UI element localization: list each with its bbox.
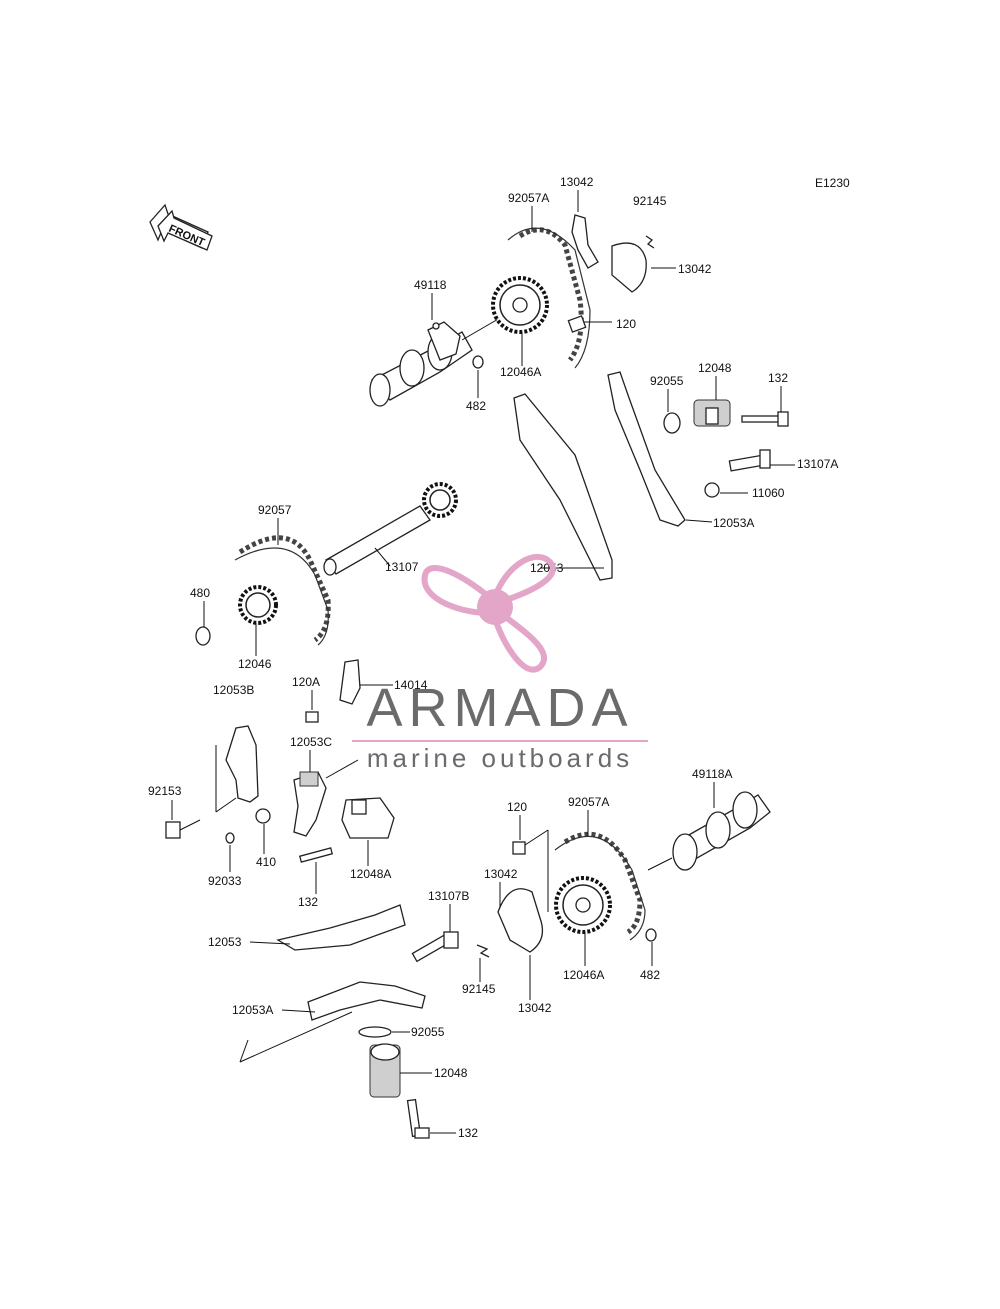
bolt-132-lower (406, 1098, 430, 1139)
label: 482 (640, 968, 660, 982)
watermark-logo: ARMADA marine outboards (340, 535, 660, 785)
ring-482-lower (645, 928, 657, 942)
label: 92145 (462, 982, 496, 996)
bolt-132-middle (298, 847, 334, 863)
washer-11060 (704, 482, 720, 498)
label: 12048 (434, 1066, 468, 1080)
label: 120A (292, 675, 320, 689)
label: 13042 (678, 262, 712, 276)
label: 132 (458, 1126, 478, 1140)
label: 92145 (633, 194, 667, 208)
chain-92057 (238, 535, 331, 643)
label: 49118A (692, 767, 732, 781)
label: 132 (768, 371, 788, 385)
shaft-13107 (323, 482, 458, 576)
tensioner-12048-upper (693, 399, 731, 427)
watermark-subtitle: marine outboards (366, 743, 634, 773)
ring-482-upper (472, 355, 484, 369)
spring-92145-lower (476, 944, 490, 958)
label: 13107 (385, 560, 419, 574)
label: 14014 (394, 678, 428, 692)
label: 49118 (414, 278, 447, 292)
bolt-120-upper (567, 315, 612, 333)
label: 120 (507, 800, 527, 814)
pin-13107b (411, 931, 459, 963)
watermark-title: ARMADA (366, 678, 634, 738)
label: 13107B (428, 889, 469, 903)
bolt-120-lower (512, 841, 526, 855)
label: 12053C (290, 735, 332, 749)
watermark-divider (352, 740, 648, 742)
part-13042-upper-a (571, 214, 599, 269)
label: 12053 (208, 935, 242, 949)
chain-92057a-upper (518, 227, 584, 362)
part-13042-lower (497, 888, 544, 953)
front-arrow-icon: FRONT (149, 203, 213, 251)
label: 12048 (698, 361, 732, 375)
label: 13042 (484, 867, 518, 881)
ring-92033 (225, 832, 235, 844)
guide-12053a-lower (307, 981, 426, 1021)
guide-12053-upper (513, 393, 613, 581)
label: 480 (190, 586, 210, 600)
oring-92055-lower (358, 1026, 392, 1038)
washer-410 (255, 808, 271, 824)
label: 12046 (238, 657, 272, 671)
part-13042-upper-b (611, 242, 647, 293)
label: 13042 (560, 175, 594, 189)
camshaft-49118 (369, 321, 473, 407)
label: 92057A (568, 795, 609, 809)
label: 12053A (713, 516, 754, 530)
diagram-code: E1230 (815, 176, 850, 190)
guide-12053b (225, 725, 259, 803)
label: 132 (298, 895, 318, 909)
label: 12048A (350, 867, 391, 881)
tensioner-12048-lower (369, 1043, 401, 1098)
tensioner-12048a (341, 797, 395, 839)
label: 92153 (148, 784, 182, 798)
oring-92055-upper (663, 412, 681, 434)
bolt-120a (305, 711, 319, 723)
label: 482 (466, 399, 486, 413)
label: 13042 (518, 1001, 552, 1015)
label: 12053A (232, 1003, 273, 1017)
propeller-icon (421, 554, 556, 673)
label: 13107A (797, 457, 838, 471)
label: 11060 (752, 486, 785, 500)
label: 120 (616, 317, 636, 331)
label: 92055 (650, 374, 684, 388)
label: 92033 (208, 874, 242, 888)
camshaft-49118a (672, 791, 771, 871)
label: 12046A (500, 365, 541, 379)
part-12053c (293, 771, 327, 837)
bracket-14014 (339, 659, 361, 705)
label: 410 (256, 855, 276, 869)
bolt-132-upper (741, 411, 789, 427)
label: 92057 (258, 503, 292, 517)
bolt-92153 (165, 819, 201, 839)
ring-480 (195, 626, 211, 646)
guide-12053a-upper (607, 371, 686, 527)
label: 92055 (411, 1025, 445, 1039)
spring-92145-upper (645, 235, 655, 249)
label: 12053B (213, 683, 254, 697)
label: 12046A (563, 968, 604, 982)
guide-12053-lower (276, 904, 406, 951)
pin-13107a (728, 449, 795, 472)
label: 92057A (508, 191, 549, 205)
